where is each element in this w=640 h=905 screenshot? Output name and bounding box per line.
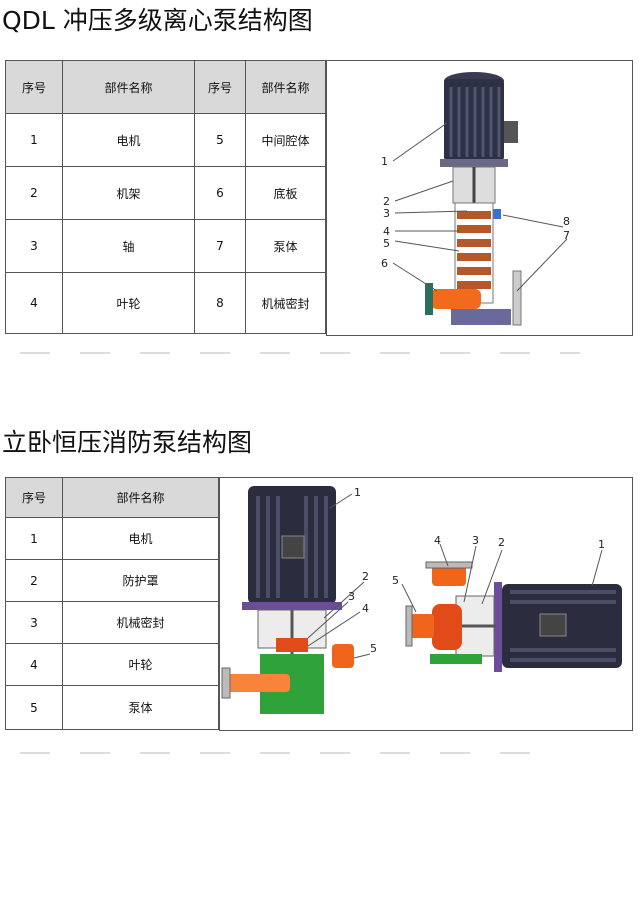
horizontal-pump-body <box>432 604 462 650</box>
label-8: 8 <box>563 215 570 228</box>
cell-part: 泵体 <box>245 219 326 273</box>
label-4: 4 <box>383 225 390 238</box>
scan-artifact <box>20 752 560 754</box>
table-row: 4 叶轮 8 机械密封 <box>5 272 326 334</box>
qdl-pump-illustration: 1 2 3 4 5 6 7 8 <box>381 72 570 326</box>
cell-index: 7 <box>194 219 246 273</box>
vertical-inlet-pipe <box>226 674 290 692</box>
cell-part: 机架 <box>62 166 195 220</box>
qdl-parts-table: 序号 部件名称 序号 部件名称 1 电机 5 中间腔体 2 机架 6 底板 3 … <box>5 60 326 334</box>
cell-part: 中间腔体 <box>245 113 326 167</box>
cell-index: 2 <box>5 166 63 220</box>
cell-index: 5 <box>5 685 63 730</box>
cell-part: 电机 <box>62 517 219 560</box>
fire-pump-illustration: 1 2 3 4 5 1 2 3 4 5 <box>221 486 622 714</box>
table-row: 1 电机 5 中间腔体 <box>5 113 326 167</box>
h-label-3: 3 <box>472 534 479 547</box>
label-7: 7 <box>563 229 570 242</box>
horizontal-inlet <box>408 614 434 638</box>
base-plate <box>451 309 511 325</box>
v-label-2: 2 <box>362 570 369 583</box>
col-header-part: 部件名称 <box>245 60 326 114</box>
label-5: 5 <box>383 237 390 250</box>
col-header-index: 序号 <box>5 477 63 518</box>
cell-part: 电机 <box>62 113 195 167</box>
h-label-2: 2 <box>498 536 505 549</box>
table-row: 3 轴 7 泵体 <box>5 219 326 273</box>
col-header-part: 部件名称 <box>62 60 195 114</box>
cell-part: 泵体 <box>62 685 219 730</box>
label-2: 2 <box>383 195 390 208</box>
h-label-4: 4 <box>434 534 441 547</box>
v-label-4: 4 <box>362 602 369 615</box>
cell-index: 3 <box>5 601 63 644</box>
cell-part: 机械密封 <box>62 601 219 644</box>
h-label-5: 5 <box>392 574 399 587</box>
cell-part: 叶轮 <box>62 272 195 334</box>
cell-index: 4 <box>5 272 63 334</box>
cell-part: 轴 <box>62 219 195 273</box>
cell-index: 1 <box>5 517 63 560</box>
cell-index: 1 <box>5 113 63 167</box>
cell-part: 机械密封 <box>245 272 326 334</box>
v-label-5: 5 <box>370 642 377 655</box>
scan-artifact <box>20 352 580 354</box>
table-row: 1 电机 <box>5 517 219 560</box>
cell-index: 5 <box>194 113 246 167</box>
table-header-row: 序号 部件名称 序号 部件名称 <box>5 60 326 114</box>
cell-part: 底板 <box>245 166 326 220</box>
table-row: 2 机架 6 底板 <box>5 166 326 220</box>
col-header-part: 部件名称 <box>62 477 219 518</box>
table-row: 2 防护罩 <box>5 559 219 602</box>
vertical-outlet <box>332 644 354 668</box>
mechanical-seal <box>487 209 501 219</box>
vertical-pump-base <box>260 654 324 714</box>
h-label-1: 1 <box>598 538 605 551</box>
cell-part: 防护罩 <box>62 559 219 602</box>
cell-index: 4 <box>5 643 63 686</box>
section2-title: 立卧恒压消防泵结构图 <box>2 428 253 457</box>
terminal-box <box>504 121 518 143</box>
table-header-row: 序号 部件名称 <box>5 477 219 518</box>
label-3: 3 <box>383 207 390 220</box>
label-1: 1 <box>381 155 388 168</box>
section1-title: QDL 冲压多级离心泵结构图 <box>2 6 313 35</box>
qdl-pump-diagram: 1 2 3 4 5 6 7 8 <box>326 60 633 336</box>
fire-pump-diagram: 1 2 3 4 5 1 2 3 4 5 <box>219 477 633 731</box>
v-label-1: 1 <box>354 486 361 499</box>
col-header-index: 序号 <box>5 60 63 114</box>
label-6: 6 <box>381 257 388 270</box>
table-row: 4 叶轮 <box>5 643 219 686</box>
v-label-3: 3 <box>348 590 355 603</box>
horizontal-outlet <box>432 564 466 586</box>
cell-index: 3 <box>5 219 63 273</box>
cell-index: 8 <box>194 272 246 334</box>
cell-index: 2 <box>5 559 63 602</box>
table-row: 5 泵体 <box>5 685 219 730</box>
inlet-pipe <box>431 289 481 309</box>
vertical-impeller <box>276 638 308 652</box>
fire-pump-parts-table: 序号 部件名称 1 电机 2 防护罩 3 机械密封 4 叶轮 5 泵体 <box>5 477 219 730</box>
cell-part: 叶轮 <box>62 643 219 686</box>
table-row: 3 机械密封 <box>5 601 219 644</box>
col-header-index: 序号 <box>194 60 246 114</box>
cell-index: 6 <box>194 166 246 220</box>
